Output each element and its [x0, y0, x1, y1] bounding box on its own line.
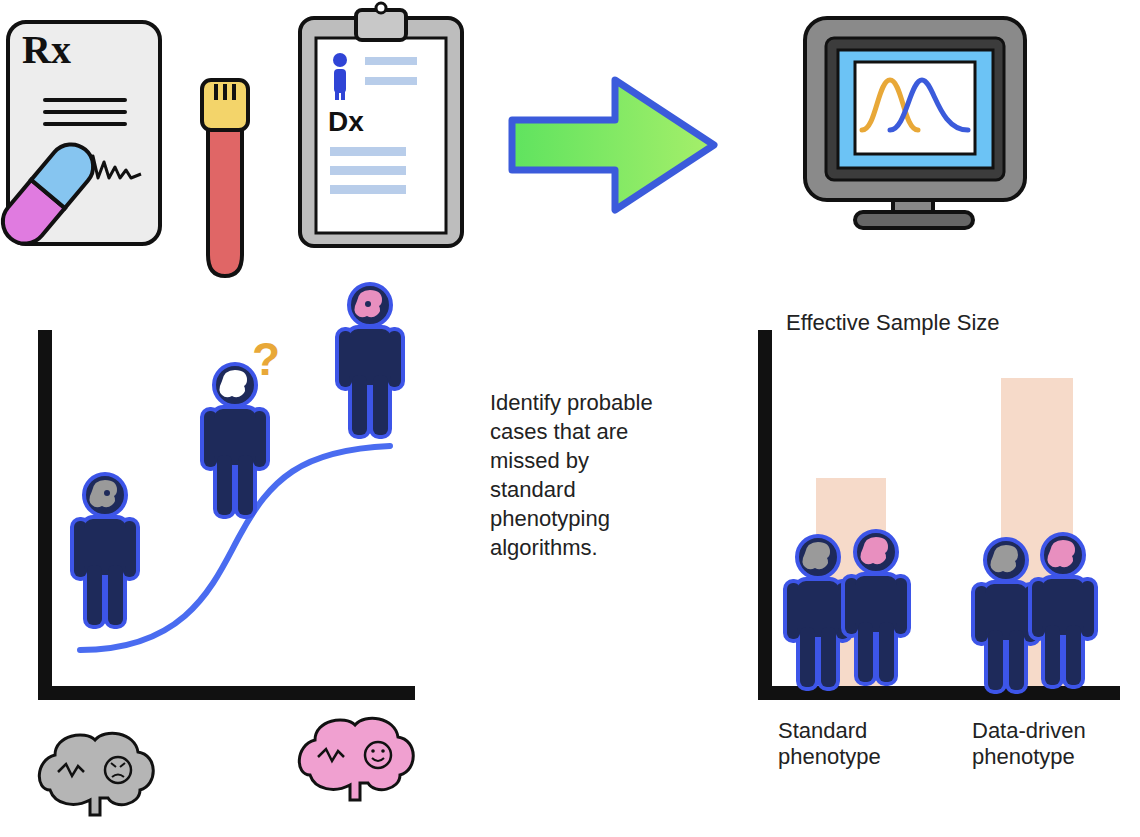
person-figure [975, 539, 1037, 690]
patient-icon [333, 53, 347, 100]
prescription-icon [0, 22, 160, 253]
happy-brain [299, 718, 413, 800]
description-text: Identify probable cases that are missed … [490, 388, 675, 562]
clipboard [300, 3, 462, 246]
probability-plot [39, 284, 415, 815]
axes [765, 330, 1120, 693]
person-figure [339, 284, 401, 435]
computer-monitor [805, 18, 1025, 228]
question-mark: ? [252, 336, 292, 382]
test-tube [202, 80, 248, 276]
chart-title: Effective Sample Size [786, 310, 1116, 336]
person-figure [74, 474, 136, 625]
dx-symbol: Dx [328, 108, 408, 136]
axis-label: Standard phenotype [778, 718, 908, 771]
sad-brain [39, 733, 153, 815]
person-figure [1032, 534, 1094, 685]
axis-label: Data-driven phenotype [972, 718, 1122, 771]
person-figure [204, 364, 266, 515]
person-figure [845, 531, 907, 682]
rx-symbol: Rx [22, 30, 132, 70]
pill [0, 135, 102, 252]
flow-arrow [512, 80, 714, 210]
distribution-curve [890, 80, 968, 130]
prescription-lines [45, 100, 125, 124]
bar-chart [765, 330, 1120, 693]
person-figure [787, 536, 849, 687]
